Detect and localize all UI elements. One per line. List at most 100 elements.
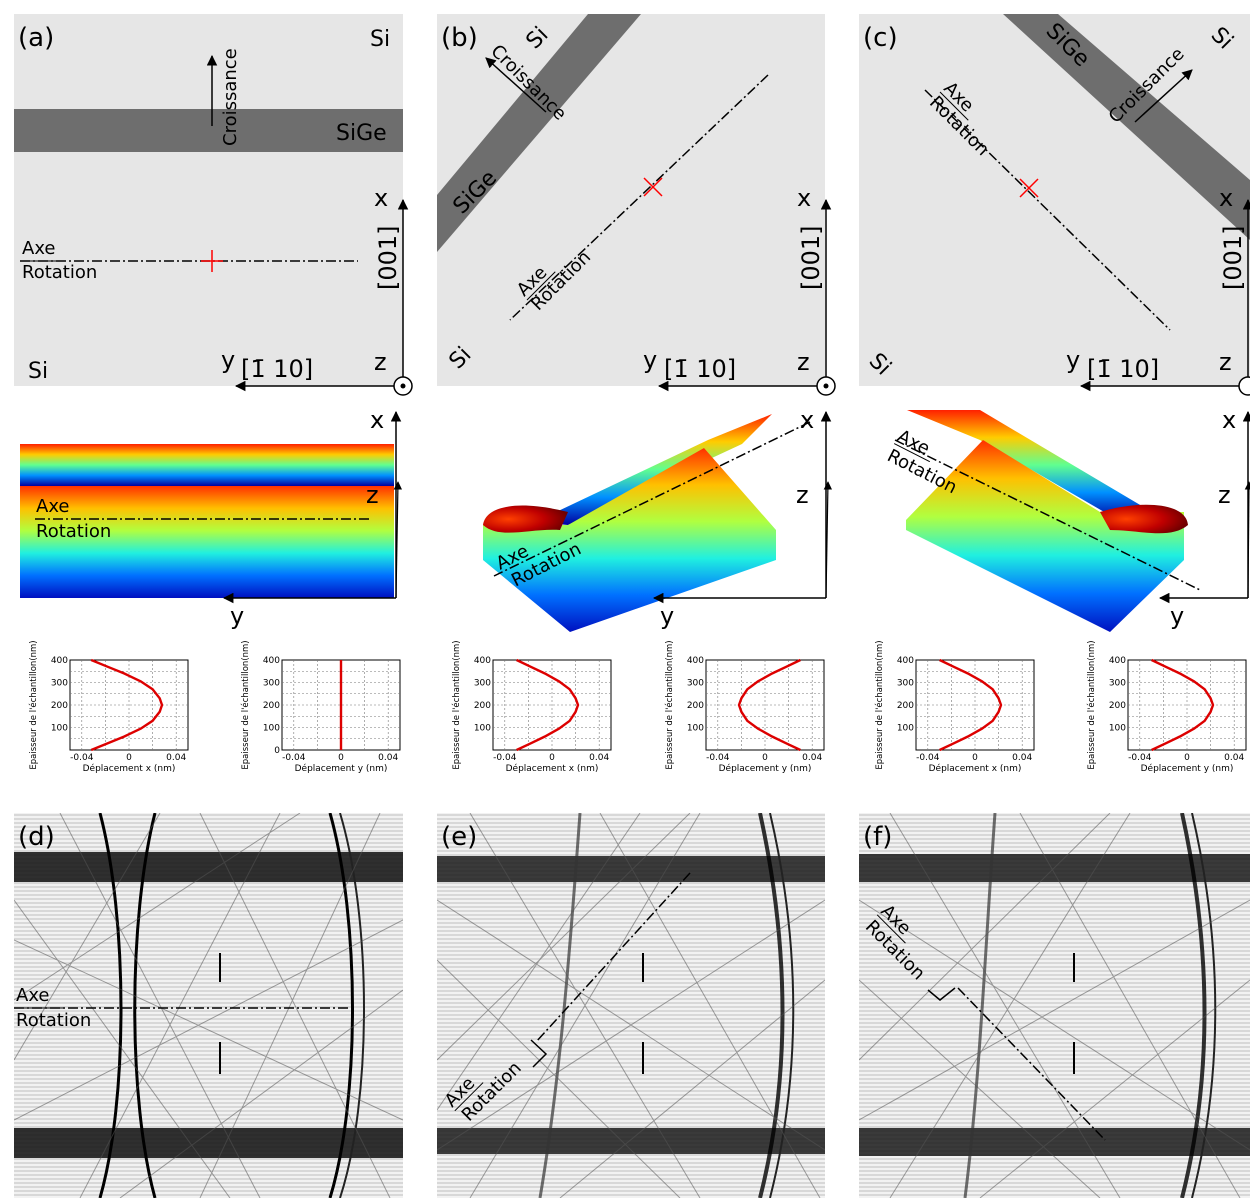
x-axis-title: Déplacement x (nm) (929, 763, 1022, 774)
y-tick-label: 300 (897, 679, 914, 689)
y-axis-title: Epaisseur de l'échantillon(nm) (1086, 640, 1097, 769)
diffraction-lines (859, 813, 1250, 1198)
z-axis-out-of-plane-icon (1238, 376, 1250, 396)
sige-layer (14, 109, 403, 152)
x-axis-title: Déplacement x (nm) (83, 763, 176, 774)
rotation-axis (493, 421, 811, 577)
upper-surface (907, 410, 1152, 520)
axis-label-bracket (530, 1039, 548, 1068)
lower-surface (483, 448, 776, 632)
si-label: Si (28, 359, 48, 384)
y-tick-label: 200 (474, 701, 491, 711)
growth-arrow (1134, 69, 1193, 123)
x-tick-label: 0 (762, 753, 768, 763)
y-tick-label: 400 (51, 656, 68, 666)
y-tick-label: 200 (687, 701, 704, 711)
z-axis-arrow (1244, 481, 1250, 599)
x-tick-label: -0.04 (493, 753, 517, 763)
si-layer-surface (20, 486, 394, 598)
curl-edge (1100, 504, 1188, 534)
y-axis-title: Epaisseur de l'échantillon(nm) (451, 640, 462, 769)
y-tick-label: 200 (1109, 701, 1126, 711)
x-tick-label: 0.04 (1224, 753, 1244, 763)
x-tick-label: 0 (338, 753, 344, 763)
direction-001-label: [001] (1219, 225, 1247, 290)
x-axis-title: Déplacement y (nm) (1141, 763, 1234, 774)
y-tick-label: 400 (687, 656, 704, 666)
y-tick-label: 200 (263, 701, 280, 711)
rotation-axis (957, 987, 1106, 1141)
x-axis-label: x (1219, 184, 1233, 212)
panel-a-3d-render: Axe Rotation x z y (20, 406, 403, 630)
panel-d-letter: (d) (18, 822, 55, 852)
profile-curve (90, 658, 164, 752)
x-tick-label: 0.04 (166, 753, 186, 763)
axis-label-rotation: Rotation (22, 262, 97, 283)
growth-arrow (485, 57, 547, 113)
x-tick-label: -0.04 (70, 753, 94, 763)
y-axis-label: y (221, 346, 235, 374)
x-tick-label: 0.04 (589, 753, 609, 763)
y-tick-label: 400 (263, 656, 280, 666)
rotation-axis (894, 439, 1201, 591)
x-axis-label: x (797, 184, 811, 212)
x-tick-label: 0 (1184, 753, 1190, 763)
curl-edge (483, 505, 568, 533)
y-axis-label: y (230, 602, 244, 630)
axis-label-rotation: Rotation (16, 1010, 91, 1031)
x-axis-label: x (800, 406, 814, 434)
panel-f-letter: (f) (863, 822, 892, 852)
y-tick-label: 400 (897, 656, 914, 666)
axis-label-bracket (927, 987, 956, 1001)
direction-110-label: [1̄ 10] (241, 355, 313, 383)
profile-curve (516, 658, 580, 752)
x-axis-title: Déplacement y (nm) (295, 763, 388, 774)
y-tick-label: 100 (51, 724, 68, 734)
z-axis-label: z (374, 348, 387, 376)
x-tick-label: 0 (549, 753, 555, 763)
panel-a-schematic: (a) Si SiGe Si Croissance Axe Rotation x… (14, 14, 413, 396)
y-axis-label: y (660, 602, 674, 630)
y-tick-label: 300 (474, 679, 491, 689)
direction-110-label: [1̄ 10] (664, 355, 736, 383)
y-axis-label: y (1066, 346, 1080, 374)
y-tick-label: 400 (1109, 656, 1126, 666)
y-tick-label: 100 (1109, 724, 1126, 734)
panel-a-letter: (a) (18, 23, 54, 53)
x-axis-label: x (1222, 406, 1236, 434)
y-tick-label: 200 (897, 701, 914, 711)
x-axis-title: Déplacement x (nm) (506, 763, 599, 774)
direction-110-label: [1̄ 10] (1087, 355, 1159, 383)
x-tick-label: -0.04 (706, 753, 730, 763)
panel-c-letter: (c) (863, 23, 898, 53)
rotation-center-marker (1019, 178, 1039, 198)
y-axis-title: Epaisseur de l'échantillon(nm) (240, 640, 251, 769)
z-axis-label: z (796, 481, 809, 509)
x-axis-label: x (374, 184, 388, 212)
rotation-axis (535, 872, 691, 1043)
z-axis-label: z (366, 481, 379, 509)
rotation-axis (924, 89, 1171, 331)
y-tick-label: 0 (274, 746, 280, 756)
growth-label: Croissance (220, 48, 241, 146)
panel-b-letter: (b) (441, 23, 478, 53)
si-label: Si (370, 27, 390, 52)
y-tick-label: 400 (474, 656, 491, 666)
y-tick-label: 300 (1109, 679, 1126, 689)
z-axis-label: z (1218, 481, 1231, 509)
y-axis-title: Epaisseur de l'échantillon(nm) (28, 640, 39, 769)
axis-label-rotation: Rotation (36, 521, 111, 542)
rotation-axis (509, 74, 769, 321)
x-tick-label: -0.04 (916, 753, 940, 763)
panel-d-diffraction: (d) Axe Rotation (14, 813, 403, 1198)
z-axis-arrow (393, 481, 403, 599)
axis-label-axe: Axe (36, 496, 70, 517)
panel-c-schematic: (c) Si SiGe Si Croissance Axe Rotation x… (859, 14, 1250, 396)
profile-curve (939, 658, 1003, 752)
x-tick-label: 0.04 (1012, 753, 1032, 763)
upper-surface (535, 414, 772, 525)
